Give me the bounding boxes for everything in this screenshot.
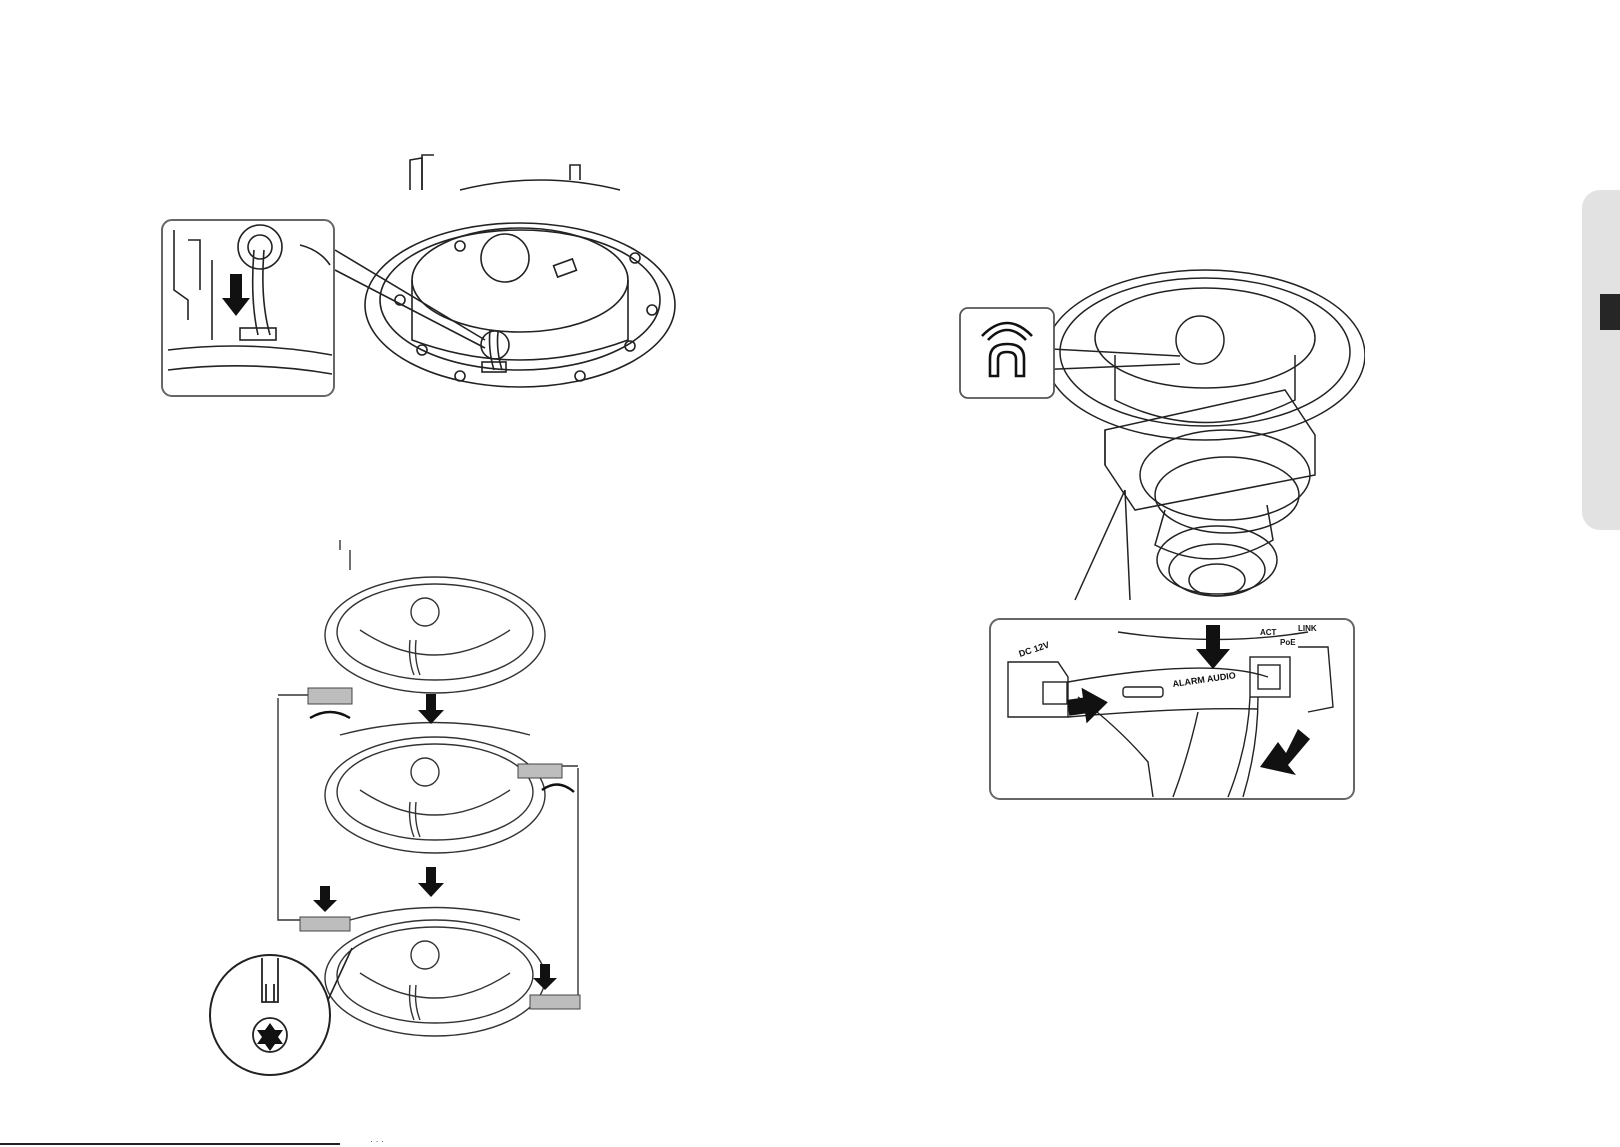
poe-label: PoE: [1280, 638, 1296, 647]
connector-inset: DC 12V ALARM AUDIO PoE ACT LINK: [988, 617, 1358, 803]
footer-page-ref: · · ·: [370, 1136, 384, 1146]
link-label: LINK: [1298, 624, 1317, 633]
mount-bracket-install-figure: [200, 540, 620, 1090]
footer-rule: [0, 1143, 340, 1145]
chapter-side-tab: [1582, 190, 1620, 530]
torx-driver-icon: [210, 955, 330, 1075]
magnet-icon: [958, 306, 1058, 402]
dome-base-cable-routing-figure: [160, 150, 700, 410]
act-label: ACT: [1260, 628, 1277, 637]
chapter-tab-marker: [1600, 294, 1620, 330]
